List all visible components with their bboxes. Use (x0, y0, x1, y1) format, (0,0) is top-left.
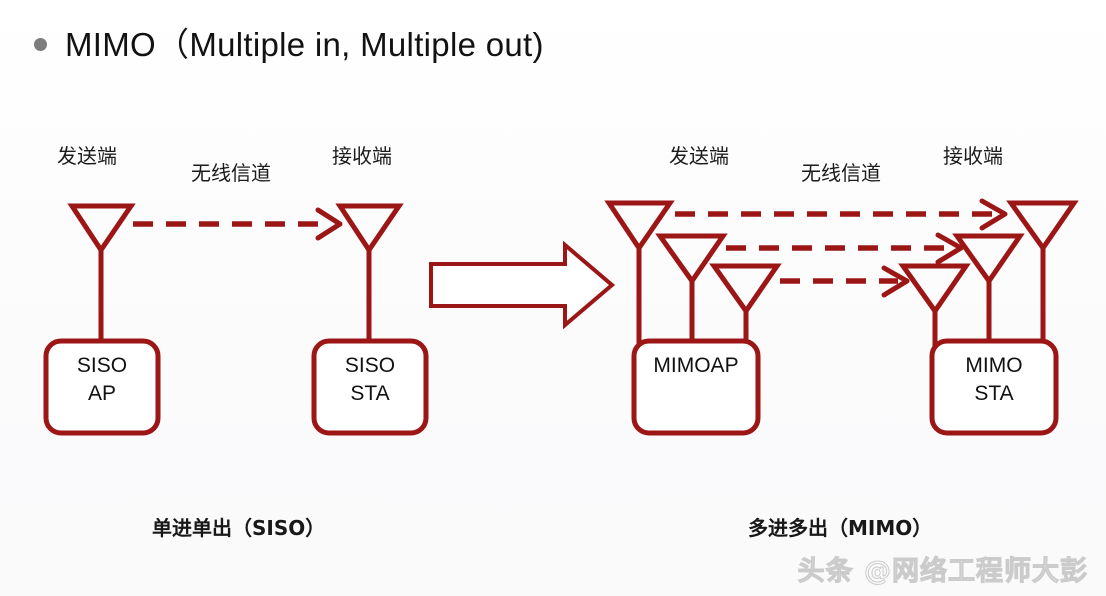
mimo-ap-box-label: MIMOAP (653, 354, 739, 377)
siso-tx-antenna (67, 203, 136, 348)
mimo-sta-box (929, 338, 1059, 436)
mimo-rx-antenna-2 (952, 233, 1025, 348)
mimo-transmitter-label: 发送端 (669, 144, 729, 168)
mimo-stream-arrow-3 (780, 265, 910, 298)
siso-rx-antenna (335, 203, 404, 348)
slide-title-row: MIMO（Multiple in, Multiple out) (34, 18, 544, 66)
bullet-dot-icon (34, 37, 47, 51)
watermark: 头条 @网络工程师大彭 (797, 556, 1088, 588)
page-title: MIMO（Multiple in, Multiple out) (65, 26, 544, 63)
block-arrow-right-icon (429, 240, 616, 330)
siso-caption: 单进单出（SISO） (152, 516, 326, 540)
mimo-stream-arrow-1 (675, 198, 1008, 231)
mimo-ap-box (631, 338, 761, 436)
siso-transmitter-label: 发送端 (57, 144, 117, 168)
siso-sta-box-label: SISO STA (344, 354, 396, 406)
siso-ap-box (43, 338, 161, 436)
mimo-tx-antenna-1 (604, 200, 675, 348)
siso-channel-label: 无线信道 (191, 161, 271, 185)
mimo-caption: 多进多出（MIMO） (748, 516, 933, 540)
mimo-sta-box-label: MIMO STA (965, 354, 1023, 406)
mimo-tx-antenna-3 (709, 263, 782, 348)
mimo-rx-antenna-3 (1006, 200, 1079, 348)
siso-sta-box (311, 338, 429, 436)
mimo-receiver-label: 接收端 (943, 144, 1003, 168)
mimo-rx-antenna-1 (898, 263, 971, 348)
siso-receiver-label: 接收端 (332, 144, 392, 168)
mimo-stream-arrow-2 (726, 232, 964, 265)
mimo-tx-antenna-2 (655, 233, 728, 348)
mimo-channel-label: 无线信道 (801, 161, 881, 185)
siso-stream-arrow (133, 207, 343, 241)
siso-ap-box-label: SISO AP (76, 354, 128, 406)
